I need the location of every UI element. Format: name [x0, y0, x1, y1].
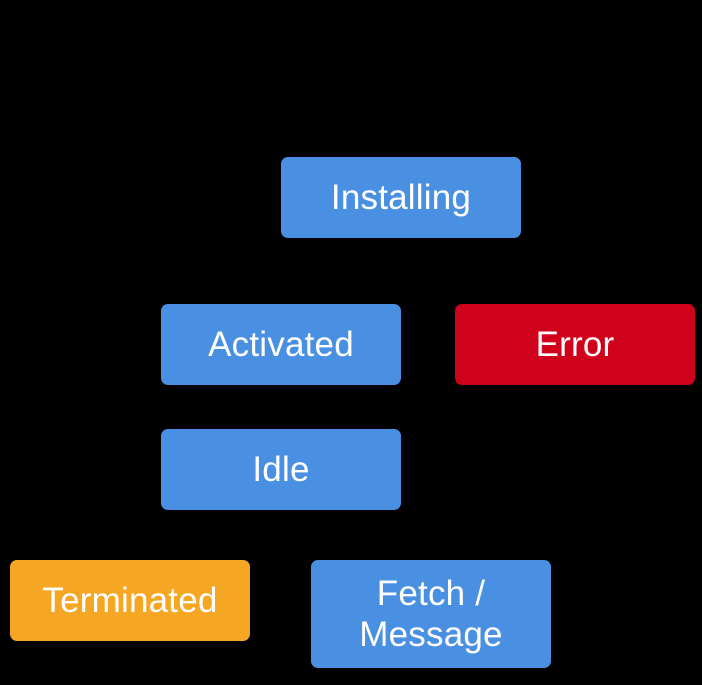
node-fetch-message[interactable]: Fetch / Message — [311, 560, 551, 668]
node-label-activated: Activated — [208, 324, 354, 364]
node-idle[interactable]: Idle — [161, 429, 401, 510]
node-label-idle: Idle — [252, 449, 310, 489]
node-label-error: Error — [535, 324, 615, 364]
node-label-terminated: Terminated — [42, 580, 218, 620]
node-activated[interactable]: Activated — [161, 304, 401, 385]
node-label-fetch-message: Fetch / Message — [359, 573, 503, 654]
node-error[interactable]: Error — [455, 304, 695, 385]
node-label-installing: Installing — [330, 177, 472, 217]
node-installing[interactable]: Installing — [281, 157, 521, 238]
node-terminated[interactable]: Terminated — [10, 560, 250, 641]
